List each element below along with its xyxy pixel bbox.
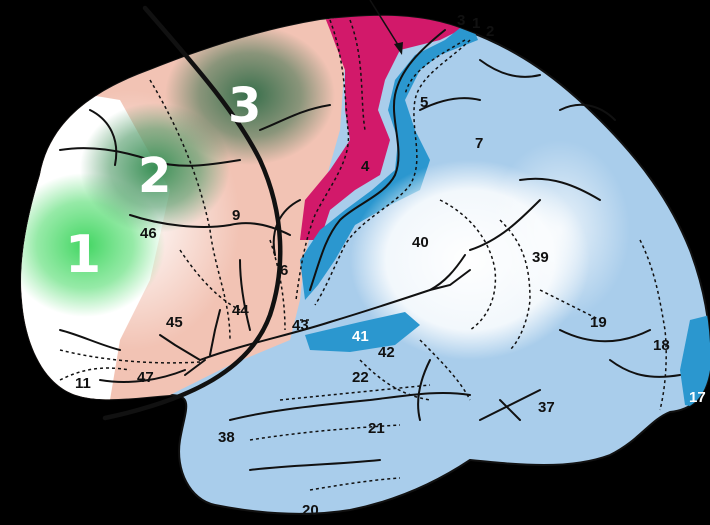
- area-label-20: 20: [302, 502, 319, 519]
- area-label-19: 19: [590, 314, 607, 331]
- brodmann-labels: 1 2 3 4 5 6 7 9 11 17 18 19 20 21 22 37 …: [75, 12, 706, 519]
- area-label-5: 5: [420, 94, 428, 111]
- area-label-3: 3: [457, 12, 465, 29]
- area-label-1: 1: [472, 15, 480, 32]
- area-label-38: 38: [218, 429, 235, 446]
- central-sulcus-arrow: [369, 0, 403, 55]
- area-label-40: 40: [412, 234, 429, 251]
- area-17-region: [680, 315, 710, 410]
- highlight-zone-3: [165, 25, 335, 165]
- area-label-41: 41: [352, 328, 369, 345]
- area-label-18: 18: [653, 337, 670, 354]
- area-label-7: 7: [475, 135, 483, 152]
- area-label-4: 4: [361, 158, 370, 175]
- area-label-47: 47: [137, 369, 154, 386]
- area-label-17: 17: [689, 389, 706, 406]
- area-boundaries: [59, 19, 667, 491]
- area-label-9: 9: [232, 207, 240, 224]
- area-label-46: 46: [140, 225, 157, 242]
- area-label-43: 43: [292, 317, 309, 334]
- area-label-2: 2: [486, 23, 494, 40]
- area-label-22: 22: [352, 369, 369, 386]
- area-label-6: 6: [280, 262, 288, 279]
- zone-label-2: 2: [138, 148, 171, 204]
- motor-cortex-region: [300, 15, 470, 240]
- area-label-44: 44: [232, 302, 249, 319]
- somatosensory-strip: [300, 20, 478, 300]
- zone-label-1: 1: [65, 225, 101, 285]
- divider-line: [102, 5, 283, 421]
- zone-label-3: 3: [228, 78, 261, 134]
- area-label-21: 21: [368, 420, 385, 437]
- area-label-39: 39: [532, 249, 549, 266]
- area-label-37: 37: [538, 399, 555, 416]
- area-label-11: 11: [75, 375, 91, 392]
- area-label-42: 42: [378, 344, 395, 361]
- area-41-region: [305, 312, 420, 352]
- area-label-45: 45: [166, 314, 183, 331]
